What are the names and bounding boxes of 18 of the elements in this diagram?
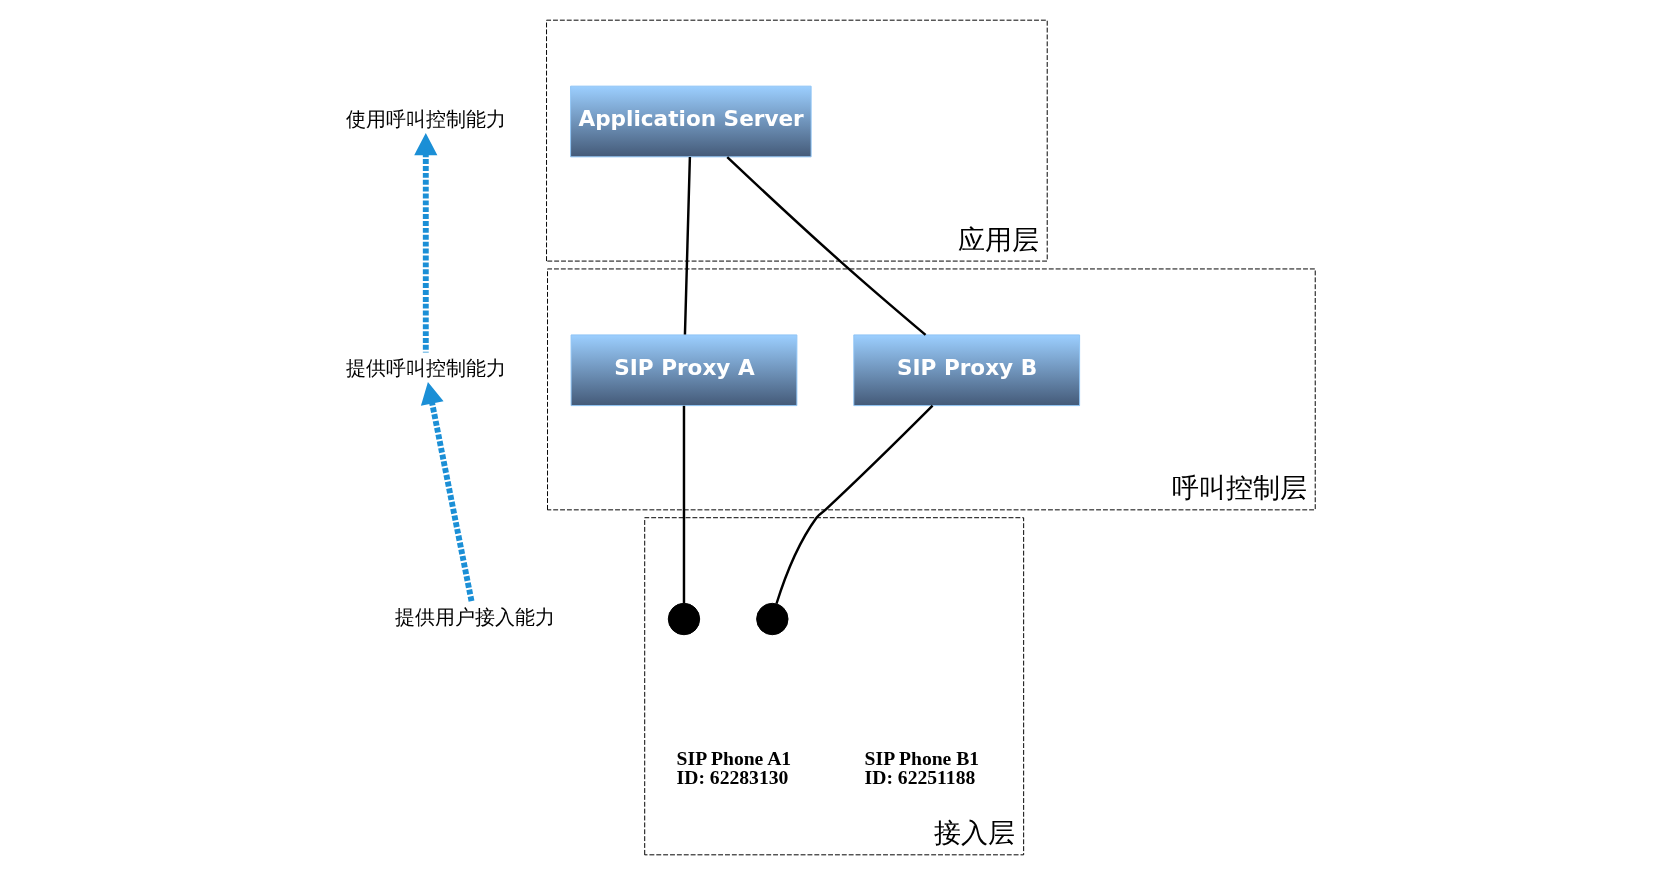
node-text: 提供呼叫控制能力 [345, 357, 506, 381]
node-box: SIP Proxy A [570, 334, 797, 407]
connector [683, 157, 691, 335]
node-label: ID: 62251188 [864, 767, 975, 789]
connector [774, 404, 933, 605]
node-box: SIP Proxy B [852, 334, 1080, 407]
arrow [413, 133, 437, 353]
node-label: ID: 62283130 [676, 767, 788, 789]
node-label: SIP Phone A1 [676, 747, 791, 769]
arrow [420, 382, 474, 602]
node-text: 使用呼叫控制能力 [345, 108, 506, 132]
node-label: SIP Phone B1 [864, 747, 979, 769]
node-text: 提供用户接入能力 [394, 605, 555, 629]
node-box: Application Server [569, 85, 812, 158]
node-circle [667, 602, 700, 636]
node-circle [755, 602, 789, 636]
connector [682, 405, 685, 604]
connector [725, 156, 926, 336]
